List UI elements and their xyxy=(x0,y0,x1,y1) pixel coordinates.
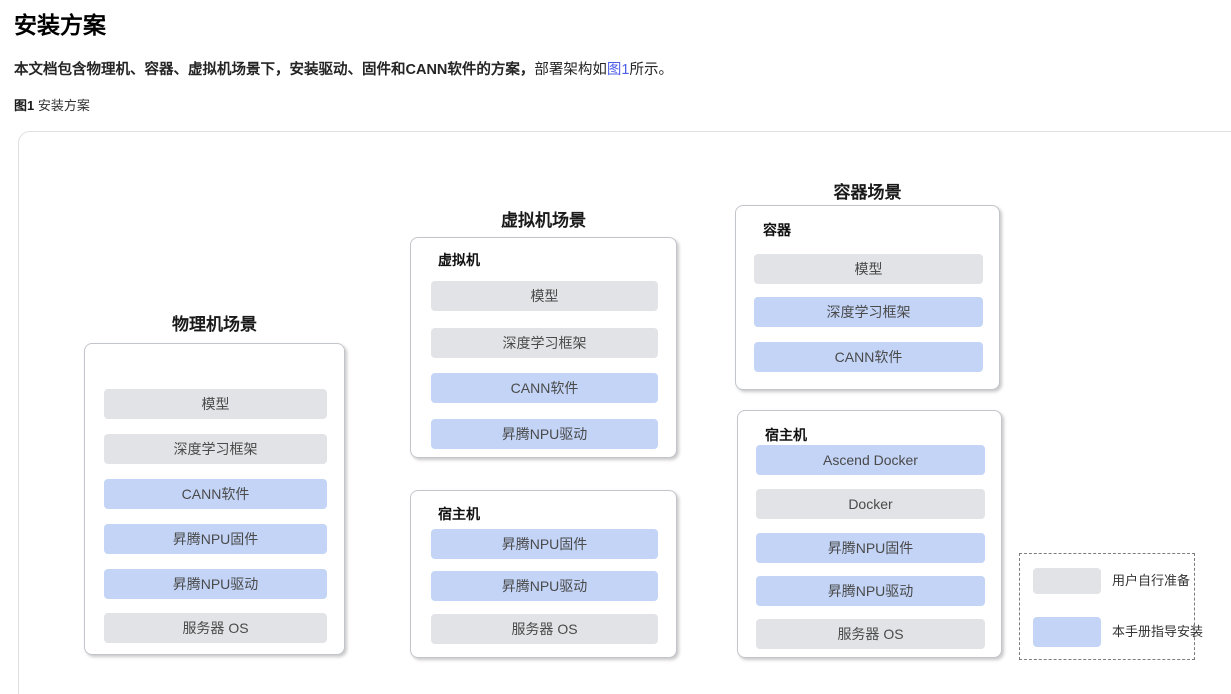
layer-ascend-docker: Ascend Docker xyxy=(756,445,985,475)
layer-model: 模型 xyxy=(104,389,327,419)
layer-model: 模型 xyxy=(754,254,983,284)
layer-npu-driver: 昇腾NPU驱动 xyxy=(104,569,327,599)
vm-host-box: 宿主机 昇腾NPU固件 昇腾NPU驱动 服务器 OS xyxy=(410,490,677,658)
layer-dl-framework: 深度学习框架 xyxy=(104,434,327,464)
container-box-label: 容器 xyxy=(763,222,791,238)
intro-text-post-link: 所示。 xyxy=(629,62,673,78)
legend-gray-swatch xyxy=(1033,568,1101,594)
layer-cann: CANN软件 xyxy=(431,373,658,403)
layer-npu-firmware: 昇腾NPU固件 xyxy=(431,529,658,559)
physical-scenario-title: 物理机场景 xyxy=(172,315,257,334)
figure-caption-text: 安装方案 xyxy=(37,98,90,113)
vm-host-box-label: 宿主机 xyxy=(438,506,480,522)
vm-scenario-title: 虚拟机场景 xyxy=(501,211,586,230)
layer-server-os: 服务器 OS xyxy=(431,614,658,644)
physical-machine-box: 模型 深度学习框架 CANN软件 昇腾NPU固件 昇腾NPU驱动 服务器 OS xyxy=(84,343,345,655)
legend-user-prepared-label: 用户自行准备 xyxy=(1112,573,1191,588)
container-box: 容器 模型 深度学习框架 CANN软件 xyxy=(735,205,1000,390)
layer-npu-driver: 昇腾NPU驱动 xyxy=(756,576,985,606)
intro-paragraph: 本文档包含物理机、容器、虚拟机场景下，安装驱动、固件和CANN软件的方案，部署架… xyxy=(14,60,673,80)
figure-caption-label: 图1 xyxy=(14,98,35,113)
legend-box: 用户自行准备 本手册指导安装 xyxy=(1019,553,1203,660)
layer-cann: CANN软件 xyxy=(104,479,327,509)
layer-docker: Docker xyxy=(756,489,985,519)
container-scenario-title: 容器场景 xyxy=(833,183,902,202)
intro-text-pre-link: 部署架构如 xyxy=(534,62,607,78)
legend-manual-install-label: 本手册指导安装 xyxy=(1112,624,1204,639)
container-host-box-label: 宿主机 xyxy=(765,427,807,443)
layer-server-os: 服务器 OS xyxy=(104,613,327,643)
layer-server-os: 服务器 OS xyxy=(756,619,985,649)
layer-npu-firmware: 昇腾NPU固件 xyxy=(756,533,985,563)
legend-blue-swatch xyxy=(1033,617,1101,647)
figure-caption: 图1 安装方案 xyxy=(14,95,90,114)
page-title: 安装方案 xyxy=(14,12,106,38)
layer-model: 模型 xyxy=(431,281,658,311)
layer-dl-framework: 深度学习框架 xyxy=(754,297,983,327)
layer-npu-firmware: 昇腾NPU固件 xyxy=(104,524,327,554)
figure1-link[interactable]: 图1 xyxy=(606,62,630,78)
layer-dl-framework: 深度学习框架 xyxy=(431,328,658,358)
layer-npu-driver: 昇腾NPU驱动 xyxy=(431,571,658,601)
layer-npu-driver: 昇腾NPU驱动 xyxy=(431,419,658,449)
vm-box-label: 虚拟机 xyxy=(438,252,480,268)
vm-box: 虚拟机 模型 深度学习框架 CANN软件 昇腾NPU驱动 xyxy=(410,237,677,458)
layer-cann: CANN软件 xyxy=(754,342,983,372)
container-host-box: 宿主机 Ascend Docker Docker 昇腾NPU固件 昇腾NPU驱动… xyxy=(737,410,1002,658)
intro-bold-text: 本文档包含物理机、容器、虚拟机场景下，安装驱动、固件和CANN软件的方案， xyxy=(14,62,535,78)
